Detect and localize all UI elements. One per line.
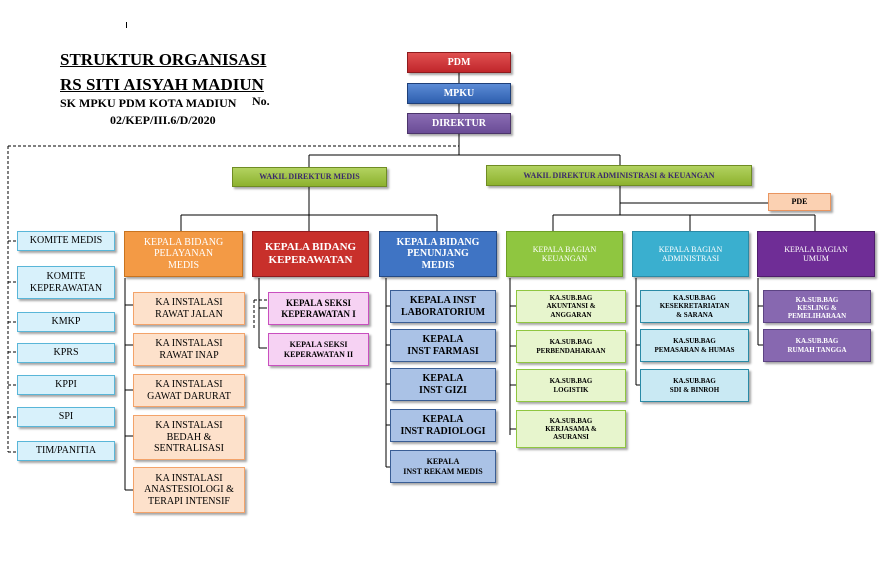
- subbag-sdi-box: KA.SUB.BAG SDI & BINROH: [640, 369, 749, 402]
- subbag-akuntansi-box: KA.SUB.BAG AKUNTANSI & ANGGARAN: [516, 290, 626, 323]
- inst-laboratorium-box: KEPALA INST LABORATORIUM: [390, 290, 496, 323]
- subbag-perbendaharaan-box: KA.SUB.BAG PERBENDAHARAAN: [516, 330, 626, 363]
- instalasi-gawat-darurat-box: KA INSTALASI GAWAT DARURAT: [133, 374, 245, 407]
- pde-box: PDE: [768, 193, 831, 211]
- direktur-box: DIREKTUR: [407, 113, 511, 134]
- instalasi-anastesiologi-box: KA INSTALASI ANASTESIOLOGI & TERAPI INTE…: [133, 467, 245, 513]
- tim-panitia-box: TIM/PANITIA: [17, 441, 115, 461]
- inst-rekam-medis-box: KEPALA INST REKAM MEDIS: [390, 450, 496, 483]
- inst-radiologi-box: KEPALA INST RADIOLOGI: [390, 409, 496, 442]
- tick-mark: [126, 22, 127, 28]
- inst-farmasi-box: KEPALA INST FARMASI: [390, 329, 496, 362]
- wakil-direktur-medis-box: WAKIL DIREKTUR MEDIS: [232, 167, 387, 187]
- kmkp-box: KMKP: [17, 312, 115, 332]
- chart-title: STRUKTUR ORGANISASI: [60, 50, 267, 69]
- instalasi-bedah-box: KA INSTALASI BEDAH & SENTRALISASI: [133, 415, 245, 460]
- kepala-bidang-keperawatan-box: KEPALA BIDANG KEPERAWATAN: [252, 231, 369, 277]
- subbag-kesekretariatan-box: KA.SUB.BAG KESEKRETARIATAN & SARANA: [640, 290, 749, 323]
- kepala-bagian-administrasi-box: KEPALA BAGIAN ADMINISTRASI: [632, 231, 749, 277]
- kepala-bagian-keuangan-box: KEPALA BAGIAN KEUANGAN: [506, 231, 623, 277]
- hospital-name: RS SITI AISYAH MADIUN: [60, 75, 264, 94]
- mpku-box: MPKU: [407, 83, 511, 104]
- komite-medis-box: KOMITE MEDIS: [17, 231, 115, 251]
- subbag-logistik-box: KA.SUB.BAG LOGISTIK: [516, 369, 626, 402]
- kepala-bidang-pelayanan-box: KEPALA BIDANG PELAYANAN MEDIS: [124, 231, 243, 277]
- seksi-keperawatan-2-box: KEPALA SEKSI KEPERAWATAN II: [268, 333, 369, 366]
- subbag-kerjasama-box: KA.SUB.BAG KERJASAMA & ASURANSI: [516, 410, 626, 448]
- inst-gizi-box: KEPALA INST GIZI: [390, 368, 496, 401]
- kepala-bagian-umum-box: KEPALA BAGIAN UMUM: [757, 231, 875, 277]
- spi-box: SPI: [17, 407, 115, 427]
- instalasi-rawat-inap-box: KA INSTALASI RAWAT INAP: [133, 333, 245, 366]
- decree-title: SK MPKU PDM KOTA MADIUN: [60, 96, 237, 110]
- kprs-box: KPRS: [17, 343, 115, 363]
- kppi-box: KPPI: [17, 375, 115, 395]
- wakil-direktur-admin-box: WAKIL DIREKTUR ADMINISTRASI & KEUANGAN: [486, 165, 752, 186]
- kepala-bidang-penunjang-box: KEPALA BIDANG PENUNJANG MEDIS: [379, 231, 497, 277]
- decree-no-label: No.: [252, 94, 270, 108]
- seksi-keperawatan-1-box: KEPALA SEKSI KEPERAWATAN I: [268, 292, 369, 325]
- subbag-kesling-box: KA.SUB.BAG KESLING & PEMELIHARAAN: [763, 290, 871, 323]
- subbag-pemasaran-box: KA.SUB.BAG PEMASARAN & HUMAS: [640, 329, 749, 362]
- pdm-box: PDM: [407, 52, 511, 73]
- subbag-rumah-tangga-box: KA.SUB.BAG RUMAH TANGGA: [763, 329, 871, 362]
- komite-keperawatan-box: KOMITE KEPERAWATAN: [17, 266, 115, 299]
- instalasi-rawat-jalan-box: KA INSTALASI RAWAT JALAN: [133, 292, 245, 325]
- decree-number: 02/KEP/III.6/D/2020: [110, 113, 216, 127]
